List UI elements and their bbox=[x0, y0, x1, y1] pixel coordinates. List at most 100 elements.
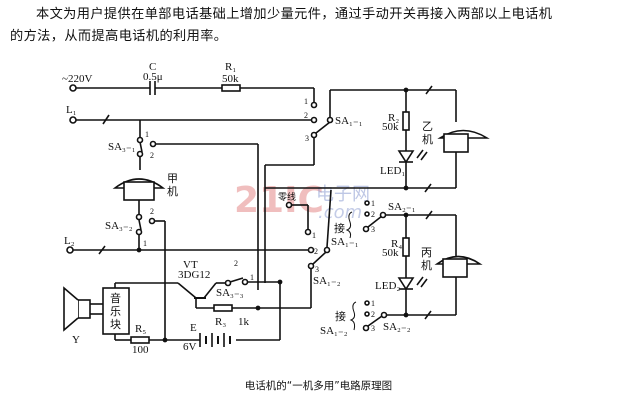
label-r1: R₁ bbox=[225, 61, 236, 73]
label-music-3: 块 bbox=[110, 318, 121, 331]
switch-sa1-2 bbox=[285, 189, 332, 290]
resistor-r3 bbox=[213, 304, 233, 312]
sa1-1-pin1 bbox=[310, 101, 318, 109]
phone-c-body bbox=[442, 258, 468, 278]
terminal-220v bbox=[69, 84, 77, 92]
label-vt-model: 3DG12 bbox=[178, 269, 210, 281]
watermark-domain: .com bbox=[318, 202, 362, 223]
label-220v: ~220V bbox=[62, 73, 92, 85]
label-sa1-1: SA₁₋₁ bbox=[335, 115, 363, 127]
label-r5: R₅ bbox=[135, 323, 146, 335]
sa1-2-num3: 3 bbox=[315, 265, 319, 274]
sa1-2-pin1 bbox=[304, 228, 312, 236]
label-l1: L₁ bbox=[66, 104, 77, 116]
led1 bbox=[397, 150, 415, 164]
sa1-2-pin3 bbox=[307, 262, 315, 270]
switch-sa3-1 bbox=[136, 136, 259, 290]
label-connect-upper: 接 bbox=[334, 222, 345, 235]
resistor-r5 bbox=[130, 336, 150, 344]
resistor-r1 bbox=[221, 84, 241, 92]
label-r4: R₄ bbox=[391, 238, 402, 250]
label-music-2: 乐 bbox=[110, 305, 121, 318]
label-phone-c-2: 机 bbox=[421, 258, 432, 272]
label-sa1-1-ref: SA₁₋₁ bbox=[331, 236, 359, 248]
speaker-cone bbox=[63, 286, 79, 332]
label-r4-value: 50k bbox=[382, 247, 399, 259]
phone-b-body bbox=[443, 133, 469, 153]
phone-a bbox=[112, 178, 166, 215]
label-r2: R₂ bbox=[388, 112, 399, 124]
label-sa3-1: SA₃₋₁ bbox=[108, 141, 136, 153]
brace-upper bbox=[345, 211, 353, 239]
label-vt: VT bbox=[183, 259, 198, 271]
intro-line-2: 的方法，从而提高电话机的利用率。 bbox=[10, 29, 228, 44]
sa1-1-pin2 bbox=[310, 116, 318, 124]
label-phone-c-1: 丙 bbox=[421, 246, 432, 259]
label-sa3-2: SA₃₋₂ bbox=[105, 220, 133, 232]
label-sa2-1: SA₂₋₁ bbox=[388, 201, 416, 213]
intro-line-1: 本文为用户提供在单部电话基础上增加少量元件，通过手动开关再接入两部以上电话机 bbox=[36, 7, 553, 22]
label-c: C bbox=[149, 61, 156, 73]
watermark-brand: 21IC bbox=[234, 180, 324, 221]
label-r3: R₃ bbox=[215, 316, 226, 328]
label-r2-value: 50k bbox=[382, 121, 399, 133]
label-sa1-2: SA₁₋₂ bbox=[313, 275, 341, 287]
sa1-1-pin3 bbox=[310, 131, 318, 139]
figure-caption: 电话机的“一机多用”电路原理图 bbox=[244, 380, 393, 392]
phone-a-body bbox=[123, 181, 155, 201]
label-led2: LED₂ bbox=[375, 280, 400, 292]
watermark: 21IC 电子网 .com bbox=[234, 180, 370, 223]
label-l2: L₂ bbox=[64, 235, 75, 247]
label-sa1-2-ref: SA₁₋₂ bbox=[320, 325, 348, 337]
terminal-l1 bbox=[69, 116, 77, 124]
label-battery-value: 6V bbox=[183, 341, 197, 353]
label-c-value: 0.5μ bbox=[143, 71, 163, 83]
phone-c-branch bbox=[386, 237, 483, 320]
line-l2 bbox=[66, 245, 315, 255]
sa3-2-num1: 1 bbox=[143, 239, 147, 248]
sa2-1-num1: 1 bbox=[371, 199, 375, 208]
resistor-r4 bbox=[402, 237, 410, 257]
watermark-cn: 电子网 bbox=[316, 184, 370, 205]
label-phone-a-2: 机 bbox=[167, 184, 178, 198]
brace-lower bbox=[349, 301, 357, 331]
label-phone-b-1: 乙 bbox=[422, 120, 433, 133]
label-r3-value: 1k bbox=[238, 316, 250, 328]
label-connect-lower: 接 bbox=[335, 310, 346, 323]
label-phone-a-1: 甲 bbox=[167, 172, 178, 185]
sa2-2-num3: 3 bbox=[371, 324, 375, 333]
resistor-r2 bbox=[402, 111, 410, 131]
label-r5-value: 100 bbox=[132, 344, 149, 356]
speaker-magnet bbox=[77, 299, 91, 319]
sa1-2-num2: 2 bbox=[314, 247, 318, 256]
label-neutral: 零线 bbox=[278, 191, 296, 203]
intro-paragraph: 本文为用户提供在单部电话基础上增加少量元件，通过手动开关再接入两部以上电话机 的… bbox=[10, 4, 630, 48]
line-l1 bbox=[69, 114, 318, 140]
label-sa2-2: SA₂₋₂ bbox=[383, 321, 411, 333]
sa2-2-num1: 1 bbox=[371, 299, 375, 308]
phone-b-branch bbox=[265, 85, 490, 193]
sa3-2-num2: 2 bbox=[150, 207, 154, 216]
sa1-1-num2: 2 bbox=[304, 111, 308, 120]
sa3-3-num2: 2 bbox=[234, 259, 238, 268]
transistor-vt bbox=[115, 277, 312, 312]
sa1-1-num3: 3 bbox=[305, 134, 309, 143]
switch-sa3-2 bbox=[135, 213, 166, 320]
label-led1: LED₁ bbox=[380, 165, 405, 177]
sa1-1-num1: 1 bbox=[304, 97, 308, 106]
sa3-1-num2: 2 bbox=[150, 151, 154, 160]
label-r1-value: 50k bbox=[222, 73, 239, 85]
sa2-1-num3: 3 bbox=[371, 225, 375, 234]
sa3-3-num1: 1 bbox=[250, 273, 254, 282]
switch-sa1-1 bbox=[265, 89, 406, 166]
music-block bbox=[102, 287, 130, 335]
sa1-2-pin2 bbox=[307, 246, 315, 254]
sa3-1-num1: 1 bbox=[145, 130, 149, 139]
ac-input-branch bbox=[69, 81, 318, 109]
switch-sa2-1 bbox=[362, 200, 457, 258]
music-block-circuit bbox=[63, 282, 281, 347]
label-speaker: Y bbox=[72, 334, 80, 346]
sa2-2-num2: 2 bbox=[371, 310, 375, 319]
switch-sa2-2 bbox=[362, 300, 388, 332]
